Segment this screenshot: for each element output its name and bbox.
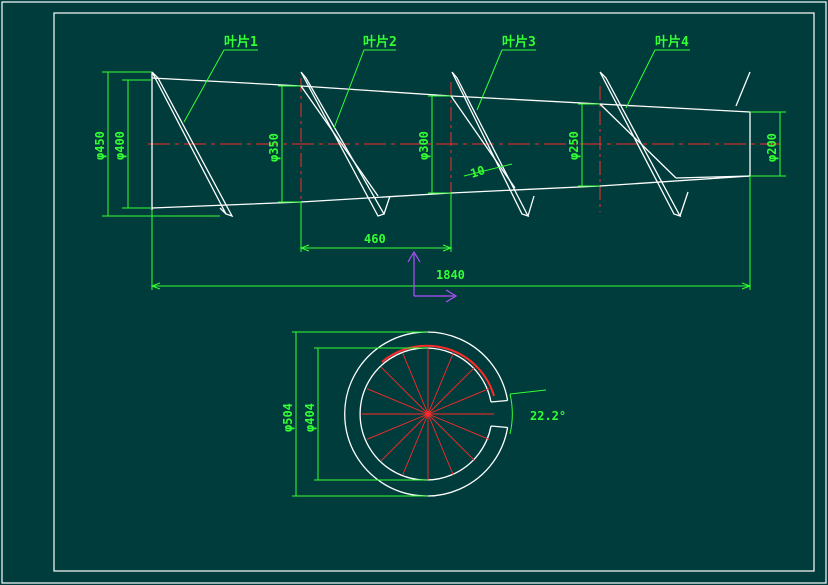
radial-lines <box>362 348 494 480</box>
total-length-dimension <box>150 176 752 290</box>
dim-total-length: 1840 <box>436 268 465 282</box>
outer-ring <box>344 331 509 497</box>
ucs-icon <box>407 250 458 303</box>
blade-label-2: 叶片2 <box>363 34 397 50</box>
screw-elevation-view: 叶片1 叶片2 叶片3 叶片4 <box>93 34 786 303</box>
blade-section-view: φ504 φ404 22.2° <box>281 331 566 497</box>
radial-line <box>427 352 454 415</box>
section-dimensions <box>292 331 547 497</box>
radial-line <box>427 388 490 415</box>
radial-line <box>380 366 429 415</box>
dim-pitch: 460 <box>364 232 386 246</box>
radial-line <box>366 388 429 415</box>
inner-frame <box>53 12 815 572</box>
gap-edge-top <box>490 399 508 403</box>
blade-leaders <box>183 49 690 129</box>
dim-d300: φ300 <box>417 131 431 160</box>
development-arc <box>381 344 495 397</box>
radial-line <box>427 366 476 415</box>
thickness-leader <box>463 163 513 177</box>
dim-outer-diameter: φ504 <box>281 403 295 432</box>
dim-inner-diameter: φ404 <box>303 403 317 432</box>
helical-blades <box>151 71 751 218</box>
dim-d350: φ350 <box>267 133 281 162</box>
dim-thickness: 10 <box>469 163 487 181</box>
radial-line <box>402 352 429 415</box>
pitch-dimension <box>299 193 453 252</box>
dim-d200: φ200 <box>765 133 779 162</box>
dim-gap-angle: 22.2° <box>530 409 566 423</box>
blade-label-3: 叶片3 <box>502 34 536 50</box>
radial-line <box>427 413 490 440</box>
inner-ring <box>359 347 492 481</box>
radial-line <box>402 413 429 476</box>
radial-line <box>427 413 476 462</box>
radial-line <box>366 413 429 440</box>
blade-label-1: 叶片1 <box>224 34 258 50</box>
diameter-dimensions <box>102 71 786 217</box>
dim-d400: φ400 <box>113 131 127 160</box>
radial-line <box>427 413 454 476</box>
dim-d450: φ450 <box>93 131 107 160</box>
radial-line <box>380 413 429 462</box>
dim-d250: φ250 <box>567 131 581 160</box>
gap-edge-bottom <box>490 425 508 429</box>
blade-label-4: 叶片4 <box>655 34 689 50</box>
